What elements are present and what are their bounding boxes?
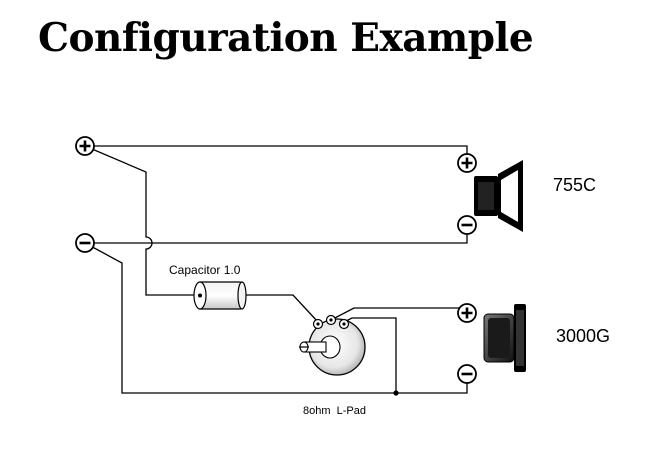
wire-plus-to-755c — [85, 145, 468, 163]
minus-terminal-icon — [75, 233, 95, 253]
speaker-label-3000g: 3000G — [556, 326, 610, 346]
minus-terminal-icon — [457, 364, 477, 384]
speaker-label-755c: 755C — [553, 175, 596, 195]
capacitor-label: Capacitor 1.0 — [169, 263, 241, 277]
wire-capacitor-to-lpad — [240, 294, 319, 323]
lpad-label: 8ohm L-Pad — [303, 405, 366, 417]
junction-dot — [393, 390, 399, 396]
plus-terminal-icon — [457, 153, 477, 173]
capacitor-icon — [193, 281, 247, 310]
page-title: Configuration Example — [38, 15, 534, 61]
wires — [84, 145, 468, 396]
tweeter-speaker-icon — [483, 304, 526, 372]
potentiometer-icon — [299, 314, 366, 376]
wire-minus-return — [84, 242, 468, 394]
wire-minus-to-755c — [85, 225, 468, 244]
wire-ground-bus — [343, 317, 397, 393]
minus-terminal-icon — [457, 215, 477, 235]
plus-terminal-icon — [75, 136, 95, 156]
horn-speaker-icon — [474, 160, 523, 232]
plus-terminal-icon — [457, 303, 477, 323]
